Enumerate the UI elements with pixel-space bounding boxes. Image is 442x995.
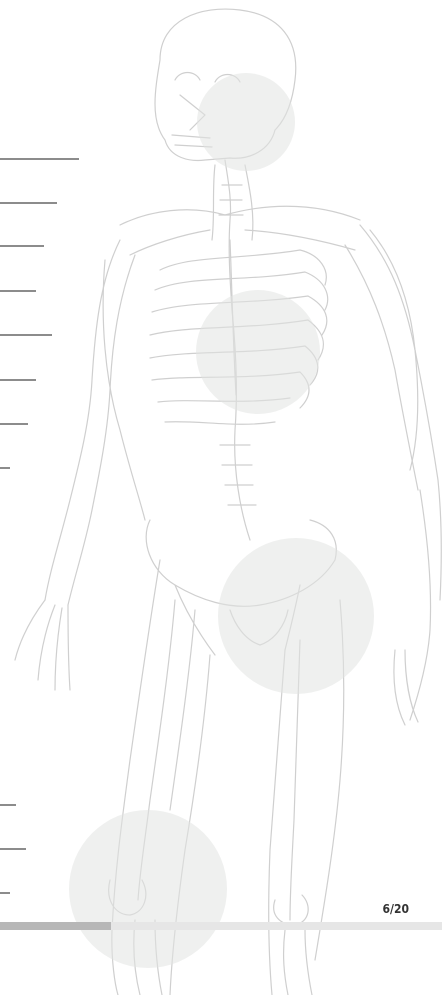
pelvis-hotspot[interactable]: [218, 538, 374, 694]
tick-mark: [0, 892, 10, 894]
tick-mark: [0, 467, 10, 469]
tick-mark: [0, 202, 57, 204]
tick-mark: [0, 379, 36, 381]
tick-mark: [0, 245, 44, 247]
head-hotspot[interactable]: [197, 73, 295, 171]
tick-mark: [0, 334, 52, 336]
chest-hotspot[interactable]: [196, 290, 320, 414]
progress-fill: [0, 922, 111, 930]
tick-mark: [0, 290, 36, 292]
page-counter: 6/20: [383, 902, 409, 916]
progress-bar: [0, 922, 442, 930]
tick-mark: [0, 848, 26, 850]
knee-hotspot[interactable]: [69, 810, 227, 968]
tick-mark: [0, 423, 28, 425]
tick-mark: [0, 804, 16, 806]
tick-mark: [0, 158, 79, 160]
